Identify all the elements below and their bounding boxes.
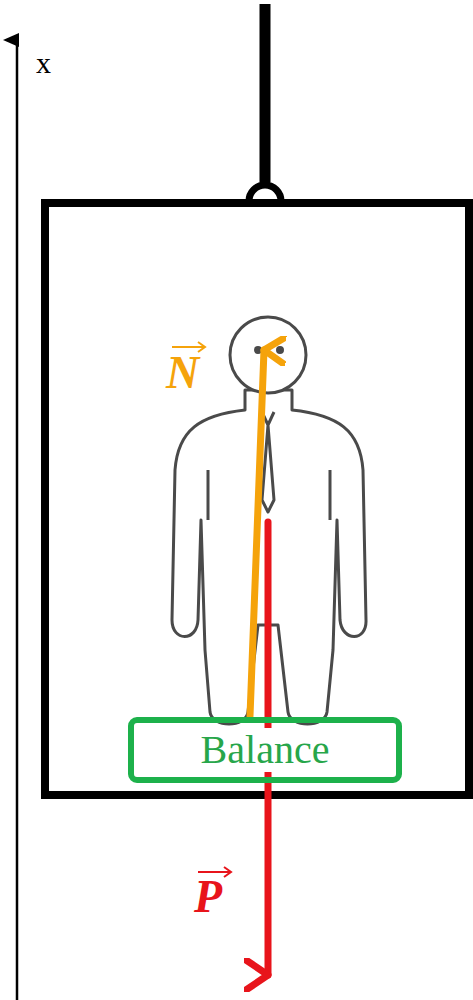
balance-scale: Balance [128,717,402,783]
node-label: Balance [199,728,332,772]
axis-label: x [36,48,51,78]
hook [249,185,281,201]
vector-symbol [172,342,231,877]
elevator-cabin [45,203,469,795]
force-label: P [194,874,222,920]
force-label: N [166,350,199,396]
cable [260,4,271,182]
x-axis [16,40,19,1000]
normal-force-arrow [250,350,264,716]
